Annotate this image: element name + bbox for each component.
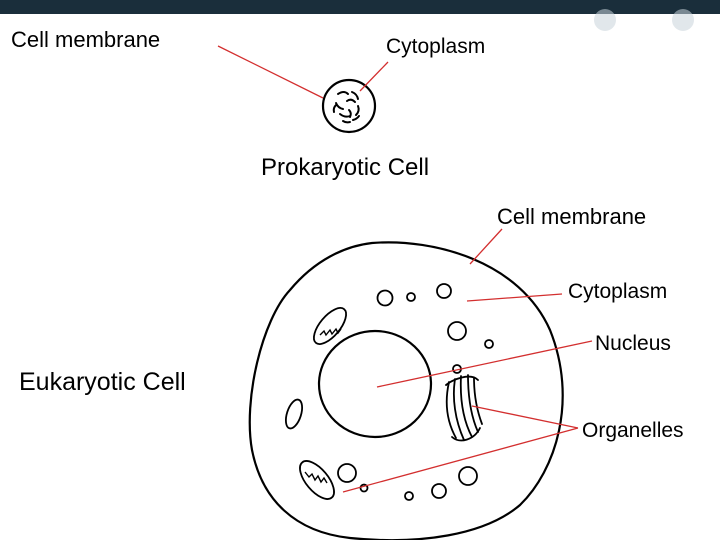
eukaryotic-cytoplasm-label: Cytoplasm [568, 280, 667, 303]
golgi-apparatus-shape [445, 374, 483, 442]
leader-line [359, 61, 389, 92]
nucleus-shape [317, 329, 433, 439]
prokaryotic-membrane [321, 78, 377, 134]
leader-line [471, 405, 579, 429]
mitochondrion-shape [299, 460, 335, 500]
prokaryotic-cell-title: Prokaryotic Cell [261, 154, 429, 181]
eukaryotic-cell-title: Eukaryotic Cell [19, 368, 186, 396]
leader-line [342, 427, 579, 493]
eukaryotic-cell [248, 241, 564, 540]
leader-line [469, 228, 503, 265]
mitochondrion-shape [313, 307, 347, 345]
window-control-icon[interactable] [594, 9, 616, 31]
eukaryotic-cell-membrane-label: Cell membrane [497, 204, 646, 229]
leader-line [466, 293, 563, 302]
prokaryotic-cytoplasm-label: Cytoplasm [386, 35, 485, 58]
prokaryotic-cell-membrane-label: Cell membrane [11, 27, 160, 52]
organelles-label: Organelles [582, 419, 684, 442]
leader-line [217, 45, 324, 99]
top-bar [0, 0, 720, 31]
leader-line [376, 340, 593, 388]
prokaryotic-cell [321, 78, 377, 134]
nucleus-label: Nucleus [595, 332, 671, 355]
vacuole-shape [284, 398, 304, 430]
window-control-icon[interactable] [672, 9, 694, 31]
prokaryotic-dna [332, 91, 360, 124]
